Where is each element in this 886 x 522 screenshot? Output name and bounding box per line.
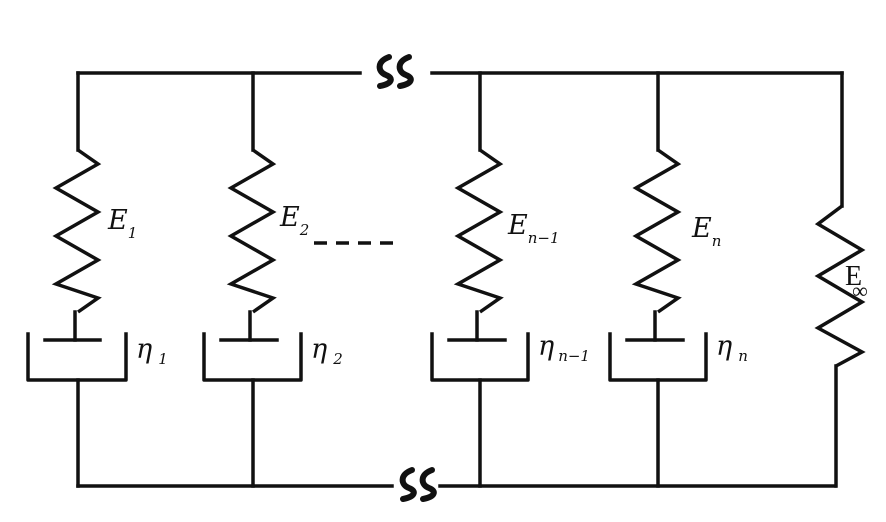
- spring-label-n: En: [691, 213, 721, 250]
- spring-n-minus-1: [453, 148, 504, 314]
- spring-label-2: E2: [279, 202, 309, 239]
- spring-label-n-minus-1: En−1: [507, 210, 560, 247]
- spring-label-infinity: E∞: [845, 261, 868, 303]
- spring-infinity: [814, 204, 866, 368]
- spring-2: [226, 148, 277, 314]
- spring-label-1: E1: [107, 205, 137, 242]
- spring-n: [631, 148, 682, 314]
- equilibrium-spring-branch: E∞: [814, 71, 868, 488]
- spring-1: [51, 148, 102, 314]
- top-rail: [76, 54, 844, 89]
- bottom-rail: [76, 467, 837, 502]
